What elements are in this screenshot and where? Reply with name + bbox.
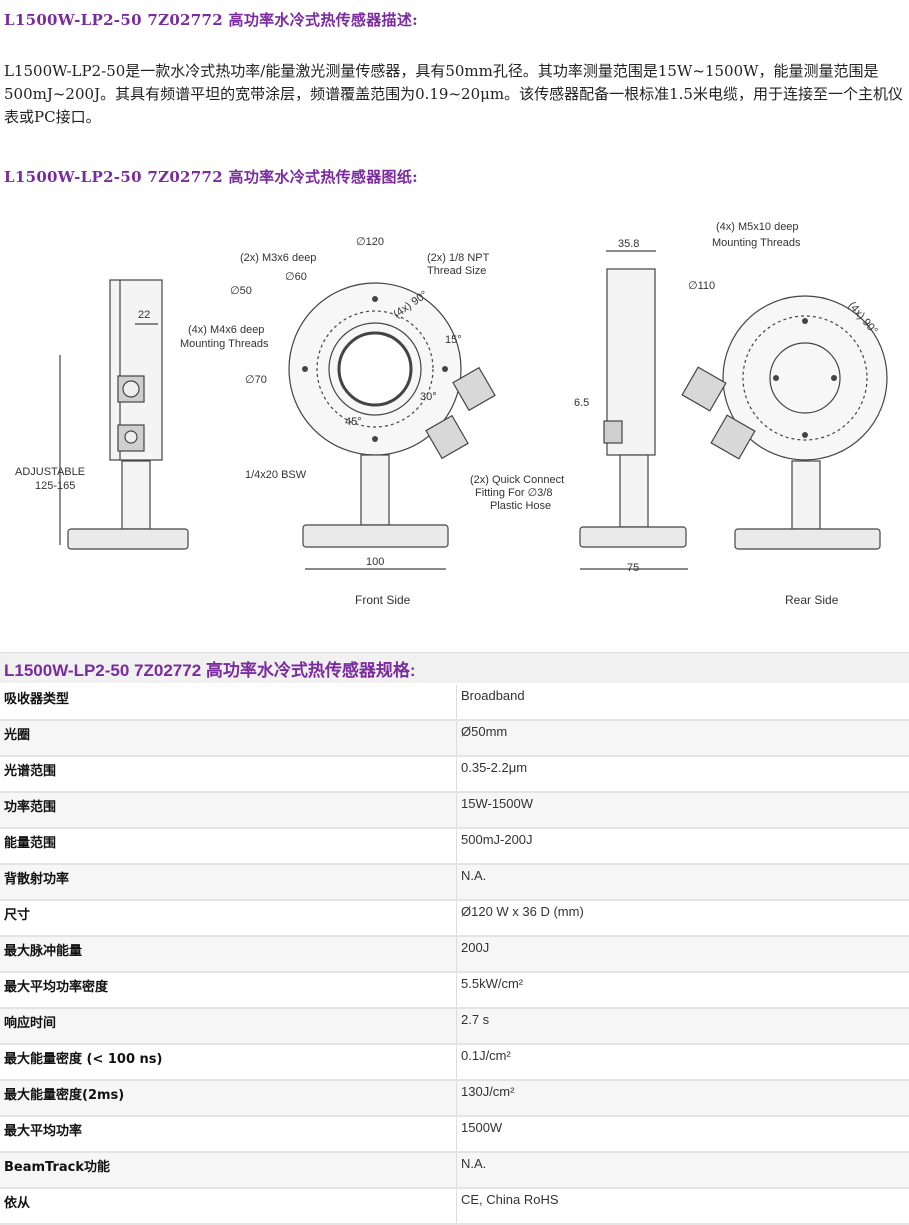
spec-key: BeamTrack功能: [0, 1152, 457, 1188]
spec-key: 最大平均功率密度: [0, 972, 457, 1008]
spec-value: 0.35-2.2μm: [457, 756, 909, 792]
spec-key: 背散射功率: [0, 864, 457, 900]
drawing-label: Fitting For ∅3/8: [475, 487, 552, 499]
spec-key: 尺寸: [0, 900, 457, 936]
spec-value: Ø120 W x 36 D (mm): [457, 900, 909, 936]
drawing-label: (2x) Quick Connect: [470, 474, 564, 486]
specs-title-bar: L1500W-LP2-50 7Z02772 高功率水冷式热传感器规格:: [0, 652, 909, 683]
spec-key: 响应时间: [0, 1008, 457, 1044]
drawing-label: ∅50: [230, 285, 252, 297]
spec-value: 2.7 s: [457, 1008, 909, 1044]
drawing-label: 35.8: [618, 238, 639, 250]
spec-key: 最大脉冲能量: [0, 936, 457, 972]
drawing-heading: L1500W-LP2-50 7Z02772 高功率水冷式热传感器图纸:: [4, 166, 418, 187]
drawing-label: ∅70: [245, 374, 267, 386]
label-m3: (2x) M3x6 deep: [240, 252, 316, 264]
drawing-label: (4x) M4x6 deep: [188, 324, 264, 336]
drawing-label: 15°: [445, 334, 462, 346]
spec-value: 130J/cm²: [457, 1080, 909, 1116]
drawing-label: 75: [627, 562, 639, 574]
drawing-label: (4x) M5x10 deep: [716, 221, 799, 233]
spec-value: 0.1J/cm²: [457, 1044, 909, 1080]
drawing-label: ∅110: [688, 280, 715, 292]
label-d120: ∅120: [356, 236, 384, 248]
technical-drawing: ∅120 (2x) M3x6 deep ∅60 (2x) 1/8 NPT Thr…: [0, 193, 909, 635]
drawing-label: Thread Size: [427, 265, 486, 277]
spec-value: N.A.: [457, 1152, 909, 1188]
drawing-label: Mounting Threads: [180, 338, 269, 350]
spec-value: 500mJ-200J: [457, 828, 909, 864]
spec-value: N.A.: [457, 864, 909, 900]
spec-value: 15W-1500W: [457, 792, 909, 828]
spec-value: 1500W: [457, 1116, 909, 1152]
spec-key: 光圈: [0, 720, 457, 756]
description-heading: L1500W-LP2-50 7Z02772 高功率水冷式热传感器描述:: [4, 9, 418, 30]
drawing-label: Plastic Hose: [490, 500, 551, 512]
drawing-label: ∅60: [285, 271, 307, 283]
spec-value: Ø50mm: [457, 720, 909, 756]
drawing-label: 22: [138, 309, 150, 321]
spec-key: 功率范围: [0, 792, 457, 828]
drawing-label: 6.5: [574, 397, 589, 409]
spec-key: 吸收器类型: [0, 685, 457, 720]
drawing-label: 125-165: [35, 480, 75, 492]
spec-key: 最大能量密度(2ms): [0, 1080, 457, 1116]
specs-heading: L1500W-LP2-50 7Z02772 高功率水冷式热传感器规格:: [4, 656, 416, 681]
table-row: 最大能量密度 (< 100 ns)0.1J/cm²: [0, 1044, 909, 1080]
spec-value: Broadband: [457, 685, 909, 720]
spec-value: CE, China RoHS: [457, 1188, 909, 1224]
drawing-label: (2x) 1/8 NPT: [427, 252, 490, 264]
spec-value: 200J: [457, 936, 909, 972]
drawing-label: 1/4x20 BSW: [245, 469, 307, 481]
drawing-label: ADJUSTABLE: [15, 466, 85, 478]
table-row: 最大能量密度(2ms)130J/cm²: [0, 1080, 909, 1116]
spec-key: 能量范围: [0, 828, 457, 864]
drawing-label: Mounting Threads: [712, 237, 801, 249]
drawing-label: Front Side: [355, 593, 411, 607]
drawing-label: 45°: [345, 416, 362, 428]
spec-key: 依从: [0, 1188, 457, 1224]
drawing-label: Rear Side: [785, 593, 839, 607]
spec-value: 5.5kW/cm²: [457, 972, 909, 1008]
description-text: L1500W-LP2-50是一款水冷式热功率/能量激光测量传感器，具有50mm孔…: [4, 60, 904, 129]
spec-key: 最大能量密度 (< 100 ns): [0, 1044, 457, 1080]
drawing-svg: ∅120 (2x) M3x6 deep ∅60 (2x) 1/8 NPT Thr…: [0, 193, 909, 635]
drawing-label: 30°: [420, 391, 437, 403]
spec-key: 最大平均功率: [0, 1116, 457, 1152]
spec-key: 光谱范围: [0, 756, 457, 792]
drawing-label: 100: [366, 556, 384, 568]
